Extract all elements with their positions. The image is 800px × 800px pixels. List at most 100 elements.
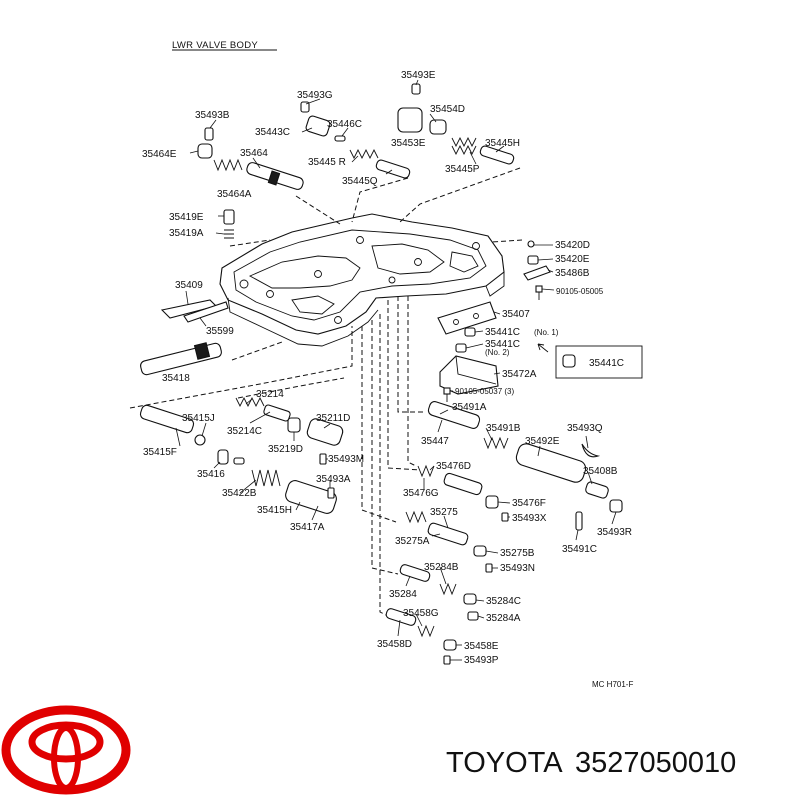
part-35420d: [527, 240, 535, 248]
part-35443c: [305, 115, 331, 137]
part-35458g-spring: [417, 624, 435, 638]
label-35417a: 35417A: [290, 522, 325, 533]
label-35493n: 35493N: [500, 563, 535, 574]
part-35464-valve: [246, 162, 304, 190]
part-35476d-valve: [443, 472, 483, 496]
label-35275b: 35275B: [500, 548, 535, 559]
part-35486b: [523, 265, 551, 281]
label-35447: 35447: [421, 436, 449, 447]
part-35284c: [463, 593, 477, 605]
part-35275-valve: [427, 522, 469, 546]
label-35420d: 35420D: [555, 240, 590, 251]
label-35441c-no2-note: (No. 2): [485, 348, 510, 357]
label-35415h: 35415H: [257, 505, 292, 516]
assembly-lines: [129, 167, 523, 621]
label-35211d: 35211D: [316, 413, 350, 424]
label-35493q: 35493Q: [567, 423, 603, 434]
diagram-code: MC H701-F: [592, 680, 633, 689]
part-35407-plate: [437, 301, 497, 335]
label-35493e: 35493E: [401, 70, 436, 81]
label-35476f: 35476F: [512, 498, 546, 509]
label-35493g: 35493G: [297, 90, 333, 101]
label-35491b: 35491B: [486, 423, 521, 434]
part-35422b-spring: [251, 469, 281, 487]
part-90105-05037-bolt: [443, 387, 451, 402]
part-90105-05005-bolt: [535, 285, 543, 300]
callout-box-35441c: [537, 343, 643, 379]
brand-name: TOYOTA: [446, 747, 563, 779]
label-35445q: 35445Q: [342, 176, 378, 187]
label-35219d: 35219D: [268, 444, 303, 455]
label-35407: 35407: [502, 309, 530, 320]
label-35445p: 35445P: [445, 164, 480, 175]
part-35493n: [485, 563, 493, 573]
label-35418: 35418: [162, 373, 190, 384]
label-35445h: 35445H: [485, 138, 520, 149]
label-35493m: 35493M: [328, 454, 364, 465]
part-35408b: [585, 481, 609, 499]
part-35493m: [319, 453, 327, 465]
label-35454d: 35454D: [430, 104, 465, 115]
label-35284b: 35284B: [424, 562, 459, 573]
part-35493r: [609, 499, 623, 513]
label-35486b: 35486B: [555, 268, 590, 279]
part-35492e-sleeve: [515, 443, 587, 483]
label-35416: 35416: [197, 469, 225, 480]
part-35275b: [473, 545, 487, 557]
part-35275a-spring: [405, 510, 427, 524]
part-35493a: [327, 487, 335, 499]
label-35419a: 35419A: [169, 228, 204, 239]
part-35476f: [485, 495, 499, 509]
label-90105-05005: 90105-05005: [556, 287, 604, 296]
part-35491c: [575, 511, 583, 531]
part-35446c: [334, 135, 346, 142]
label-35284c: 35284C: [486, 596, 521, 607]
part-35458e: [443, 639, 457, 651]
part-35493e: [411, 83, 421, 95]
label-35446c: 35446C: [327, 119, 362, 130]
part-35464e: [197, 143, 213, 159]
label-90105-05037: 90105-05037 (3): [455, 387, 514, 396]
label-35214c: 35214C: [227, 426, 262, 437]
part-35445r-spring: [349, 148, 379, 160]
part-35493q: [581, 443, 601, 458]
part-35493x: [501, 512, 509, 522]
label-35491a: 35491A: [452, 402, 487, 413]
label-35284: 35284: [389, 589, 417, 600]
part-labels: 35493E 35493G 35454D 35493B 35443C 35446…: [142, 70, 633, 689]
label-35493r: 35493R: [597, 527, 632, 538]
part-35445p-spring: [451, 136, 477, 156]
part-35599: [183, 301, 229, 323]
label-35472a: 35472A: [502, 369, 537, 380]
label-35441c-no1-note: (No. 1): [534, 328, 559, 337]
part-35284-valve: [399, 564, 431, 582]
label-35476d: 35476D: [436, 461, 471, 472]
label-35493a: 35493A: [316, 474, 351, 485]
label-35491c: 35491C: [562, 544, 597, 555]
part-35219d: [287, 417, 301, 433]
part-35441c-no1: [464, 327, 476, 337]
label-35415f: 35415F: [143, 447, 177, 458]
lower-valve-body: [219, 213, 505, 347]
part-35420e: [527, 255, 539, 265]
label-35493b: 35493B: [195, 110, 230, 121]
label-35493p: 35493P: [464, 655, 499, 666]
label-35441c-no1: 35441C: [485, 327, 520, 338]
part-35491b-spring: [483, 436, 509, 450]
toyota-logo: [1, 705, 131, 795]
part-35419a: [224, 229, 234, 239]
label-35492e: 35492E: [525, 436, 560, 447]
part-35415h: [285, 480, 337, 514]
label-35453e: 35453E: [391, 138, 426, 149]
part-35416-pin: [233, 457, 245, 465]
label-35408b: 35408B: [583, 466, 618, 477]
part-35493b: [204, 127, 214, 141]
label-35214: 35214: [256, 389, 284, 400]
label-35441c-no2: 35441C: [485, 339, 520, 350]
label-35275: 35275: [430, 507, 458, 518]
part-35419e: [223, 209, 235, 225]
part-35415f-valve: [139, 404, 195, 434]
part-35284b-spring: [439, 582, 457, 596]
label-35419e: 35419E: [169, 212, 204, 223]
